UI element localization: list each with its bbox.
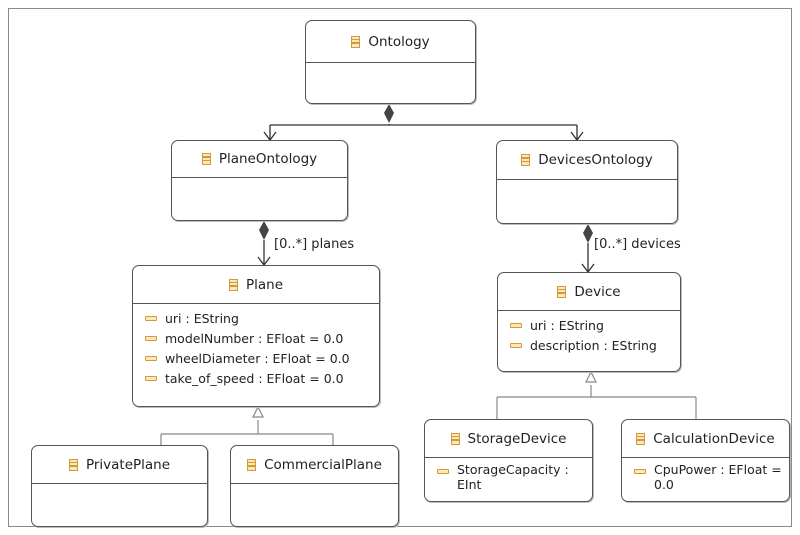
attribute-list: uri : EString description : EString (498, 311, 680, 355)
generalization-plane (160, 420, 334, 445)
class-device[interactable]: Device uri : EString description : EStri… (497, 272, 681, 372)
class-icon (636, 432, 646, 445)
attribute-text: take_of_speed : EFloat = 0.0 (165, 370, 344, 386)
attribute-icon (145, 315, 157, 321)
attribute-icon (437, 469, 449, 474)
relation-label-planes: [0..*] planes (274, 237, 355, 252)
generalization-arrow-device (585, 370, 597, 383)
class-header: Device (498, 273, 680, 311)
attribute-text: CpuPower : EFloat = 0.0 (654, 462, 782, 492)
attribute-list: uri : EString modelNumber : EFloat = 0.0… (133, 304, 379, 388)
class-name: Device (574, 283, 621, 300)
class-icon (351, 35, 361, 48)
attribute-text: description : EString (530, 337, 657, 353)
class-icon (201, 153, 211, 165)
class-header: Plane (133, 266, 379, 304)
class-header: CommercialPlane (231, 446, 398, 484)
generalization-arrow-plane (252, 405, 264, 418)
class-devices-ontology[interactable]: DevicesOntology (496, 140, 678, 224)
diagram-frame (8, 8, 792, 527)
attribute-uri[interactable]: uri : EString (498, 315, 680, 335)
attribute-icon (145, 335, 157, 341)
attribute-uri[interactable]: uri : EString (133, 308, 379, 328)
class-icon (450, 432, 460, 445)
attribute-icon (634, 469, 646, 474)
class-plane[interactable]: Plane uri : EString modelNumber : EFloat… (132, 265, 380, 407)
composition-devices (581, 243, 595, 274)
attribute-text: uri : EString (165, 310, 239, 326)
class-name: CommercialPlane (264, 456, 382, 473)
class-header: CalculationDevice (622, 420, 789, 458)
attribute-wheel-diameter[interactable]: wheelDiameter : EFloat = 0.0 (133, 348, 379, 368)
class-header: DevicesOntology (497, 141, 677, 180)
attribute-text: StorageCapacity : EInt (457, 462, 569, 492)
class-name: DevicesOntology (538, 152, 653, 168)
attribute-icon (510, 322, 522, 328)
relation-label-devices: [0..*] devices (594, 237, 681, 252)
attribute-icon (145, 355, 157, 361)
class-commercial-plane[interactable]: CommercialPlane (230, 445, 399, 527)
attribute-text: uri : EString (530, 317, 604, 333)
attribute-model-number[interactable]: modelNumber : EFloat = 0.0 (133, 328, 379, 348)
class-icon (521, 154, 531, 166)
class-name: PlaneOntology (218, 151, 318, 167)
class-icon (228, 278, 238, 291)
attribute-take-of-speed[interactable]: take_of_speed : EFloat = 0.0 (133, 368, 379, 388)
class-name: Plane (245, 276, 284, 293)
class-private-plane[interactable]: PrivatePlane (31, 445, 208, 527)
class-name: Ontology (368, 33, 430, 50)
class-calculation-device[interactable]: CalculationDevice CpuPower : EFloat = 0.… (621, 419, 790, 502)
class-header: StorageDevice (425, 420, 592, 458)
class-icon (247, 458, 257, 471)
class-storage-device[interactable]: StorageDevice StorageCapacity : EInt (424, 419, 593, 502)
attribute-list: StorageCapacity : EInt (425, 458, 592, 492)
class-ontology[interactable]: Ontology (305, 20, 476, 104)
class-header: PrivatePlane (32, 446, 207, 484)
attribute-text: modelNumber : EFloat = 0.0 (165, 330, 344, 346)
attribute-icon (510, 342, 522, 348)
class-name: StorageDevice (467, 430, 567, 447)
attribute-icon (145, 375, 157, 381)
attribute-cpu-power[interactable]: CpuPower : EFloat = 0.0 (622, 462, 789, 492)
attribute-list: CpuPower : EFloat = 0.0 (622, 458, 789, 492)
class-icon (557, 285, 567, 298)
composition-planes (257, 240, 271, 267)
class-plane-ontology[interactable]: PlaneOntology (171, 140, 348, 221)
generalization-device (496, 385, 697, 419)
composition-diamond-devices (583, 224, 593, 243)
class-name: PrivatePlane (85, 456, 171, 473)
class-header: PlaneOntology (172, 141, 347, 178)
attribute-text: wheelDiameter : EFloat = 0.0 (165, 350, 350, 366)
composition-ontology-subontologies (263, 124, 584, 142)
attribute-description[interactable]: description : EString (498, 335, 680, 355)
class-header: Ontology (306, 21, 475, 63)
class-name: CalculationDevice (653, 430, 775, 447)
composition-diamond-planes (259, 221, 269, 240)
attribute-storage-capacity[interactable]: StorageCapacity : EInt (425, 462, 592, 492)
class-icon (68, 458, 78, 471)
composition-diamond-ontology (384, 104, 394, 123)
